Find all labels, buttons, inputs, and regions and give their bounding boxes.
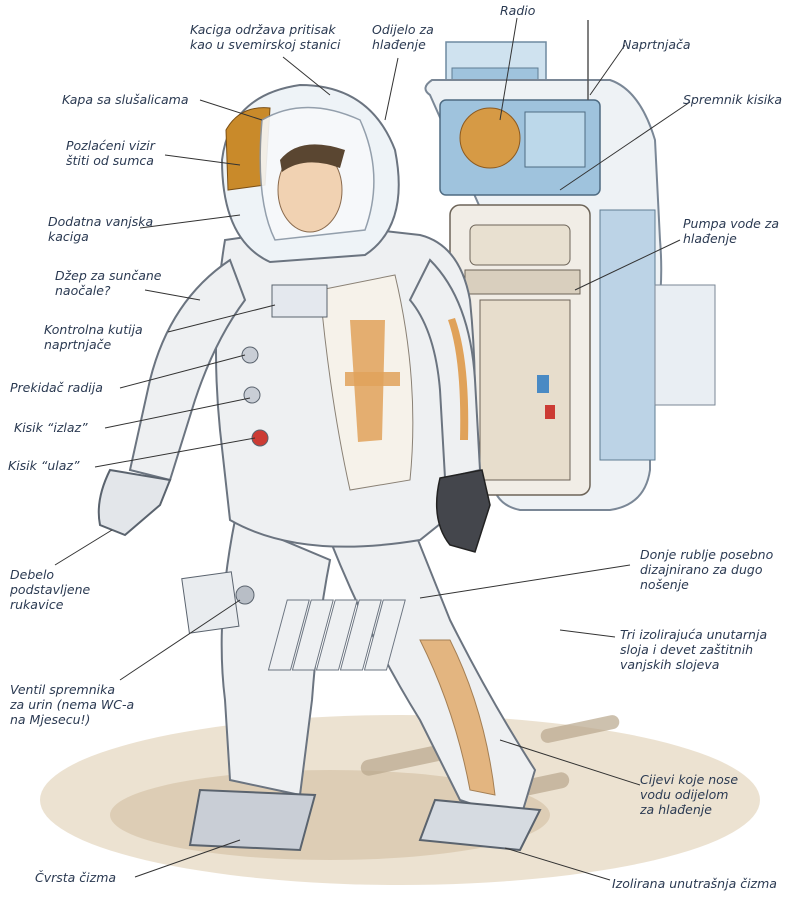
leader-lines — [54, 17, 691, 881]
label-sturdy-boot: Čvrsta čizma — [35, 870, 117, 885]
label-gold-visor: Pozlaćeni vizir štiti od sumca — [66, 138, 155, 168]
label-inner-boot: Izolirana unutrašnja čizma — [612, 876, 777, 891]
label-gloves: Debelo podstavljene rukavice — [10, 567, 91, 612]
label-layers: Tri izolirajuća unutarnja sloja i devet … — [620, 627, 768, 672]
insulating-layers — [267, 599, 406, 671]
label-helmet-pressure: Kaciga održava pritisak kao u svemirskoj… — [190, 22, 341, 52]
label-radio-switch: Prekidač radija — [10, 380, 103, 395]
backpack — [424, 20, 716, 511]
label-urine-valve: Ventil spremnika za urin (nema WC-a na M… — [10, 682, 135, 727]
label-sunglasses-pocket: Džep za sunčane naočale? — [55, 268, 162, 298]
astronaut — [97, 223, 542, 852]
label-oxygen-tank: Spremnik kisika — [683, 92, 783, 107]
label-outer-helmet: Dodatna vanjska kaciga — [48, 214, 154, 244]
label-oxygen-out: Kisik “izlaz” — [14, 420, 88, 435]
label-radio: Radio — [500, 3, 536, 18]
label-water-pump: Pumpa vode za hlađenje — [683, 216, 780, 246]
label-cooling-tubes: Cijevi koje nose vodu odijelom za hlađen… — [640, 772, 739, 817]
label-backpack: Naprtnjača — [622, 37, 691, 52]
label-cooling-suit: Odijelo za hlađenje — [372, 22, 434, 52]
label-underwear: Donje rublje posebno dizajnirano za dugo… — [640, 547, 774, 592]
label-oxygen-in: Kisik “ulaz” — [8, 458, 80, 473]
label-headphone-cap: Kapa sa slušalicama — [62, 92, 189, 107]
label-control-box: Kontrolna kutija naprtnjače — [44, 322, 143, 352]
helmet — [220, 83, 400, 264]
